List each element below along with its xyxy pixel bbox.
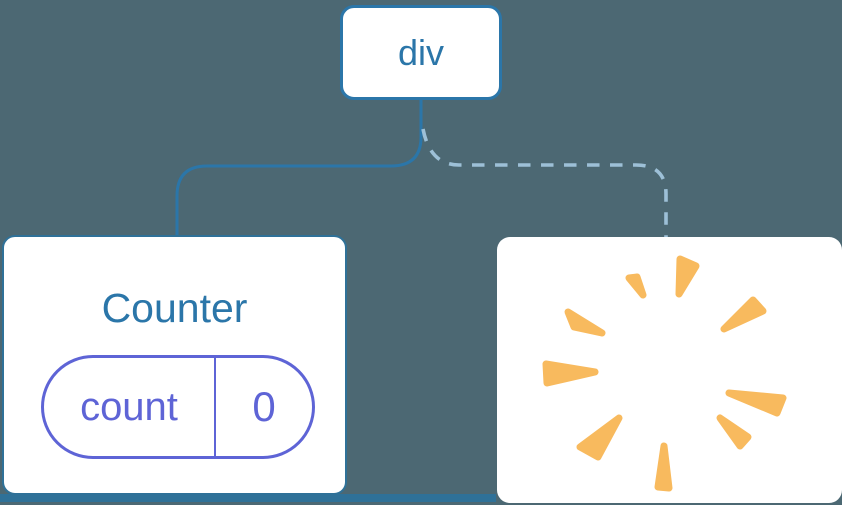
counter-title: Counter: [101, 285, 248, 331]
state-key-label: count: [44, 358, 216, 456]
state-pill: count 0: [41, 355, 315, 459]
state-value: 0: [252, 383, 276, 430]
poof-burst-icon: [542, 255, 787, 492]
tree-node-counter: Counter count 0: [2, 235, 347, 495]
tree-node-removed: [497, 237, 842, 503]
bottom-edge-line: [0, 494, 496, 502]
solid-connector-line: [175, 99, 423, 238]
root-node-label: div: [397, 31, 445, 73]
dashed-connector-line: [421, 128, 668, 240]
poof-burst-rays: [542, 255, 787, 492]
tree-node-root: div: [340, 5, 502, 100]
